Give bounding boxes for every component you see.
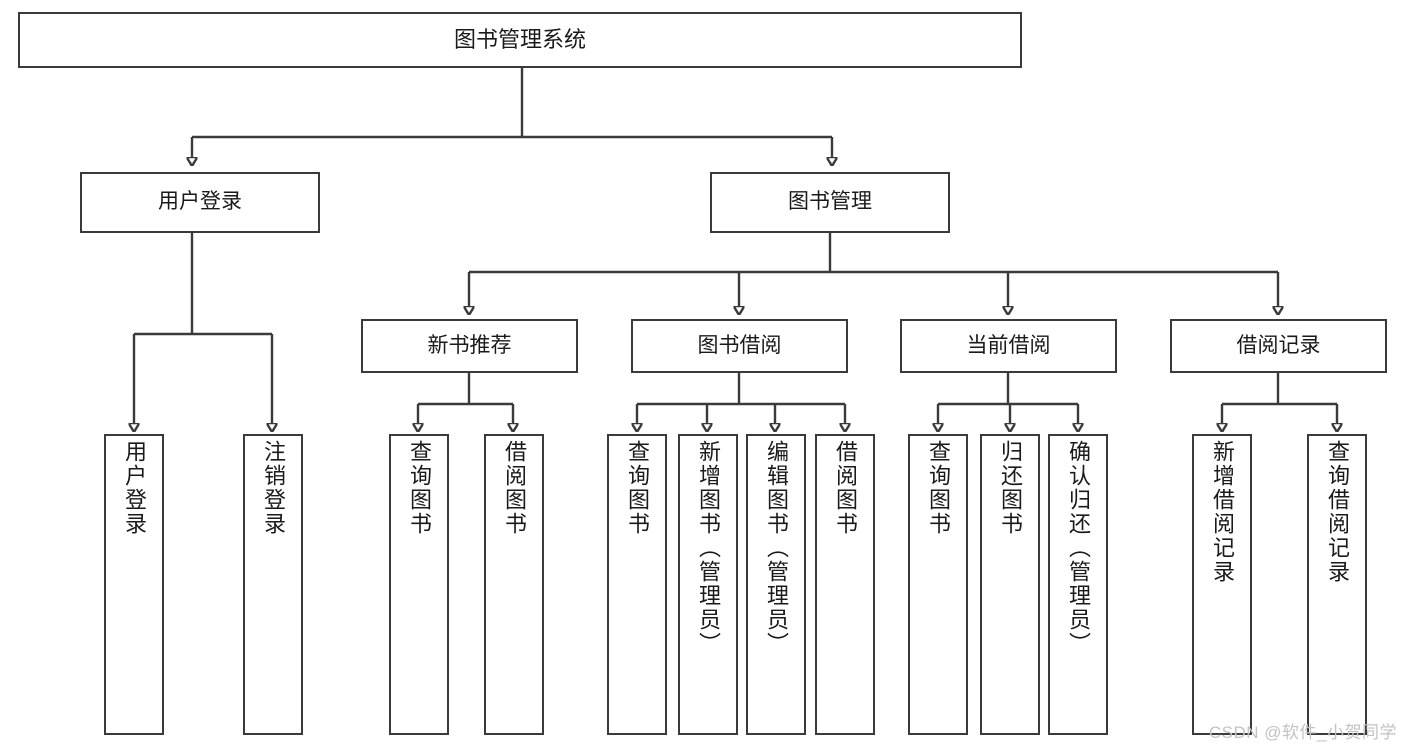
watermark: CSDN @软件_小贺同学: [1208, 723, 1397, 742]
node-leaf-query-record-label: 查询借阅记录: [1325, 440, 1350, 584]
node-user-login[interactable]: 用户登录: [80, 172, 320, 233]
node-leaf-user-logout[interactable]: 注销登录: [243, 434, 303, 735]
node-leaf-add-record-label: 新增借阅记录: [1210, 440, 1235, 584]
node-leaf-return-book-label: 归还图书: [998, 440, 1023, 536]
node-borrow-record[interactable]: 借阅记录: [1170, 319, 1387, 373]
node-leaf-query-book-1-label: 查询图书: [407, 440, 432, 536]
node-book-management[interactable]: 图书管理: [710, 172, 950, 233]
node-leaf-add-record[interactable]: 新增借阅记录: [1192, 434, 1252, 735]
node-root-label: 图书管理系统: [453, 27, 586, 53]
node-leaf-confirm-return[interactable]: 确认归还（管理员）: [1048, 434, 1108, 735]
node-leaf-edit-book[interactable]: 编辑图书（管理员）: [746, 434, 806, 735]
node-borrow-record-label: 借阅记录: [1236, 333, 1321, 357]
node-leaf-query-book-2-label: 查询图书: [625, 440, 650, 536]
node-leaf-borrow-book-1[interactable]: 借阅图书: [484, 434, 544, 735]
node-new-book-recommend[interactable]: 新书推荐: [361, 319, 578, 373]
node-leaf-add-book[interactable]: 新增图书（管理员）: [678, 434, 738, 735]
node-leaf-user-login-label: 用户登录: [122, 440, 147, 536]
node-book-management-label: 图书管理: [788, 190, 872, 214]
node-leaf-query-book-3[interactable]: 查询图书: [908, 434, 968, 735]
node-leaf-query-book-1[interactable]: 查询图书: [389, 434, 449, 735]
node-current-borrow-label: 当前借阅: [966, 333, 1051, 357]
node-leaf-confirm-return-label: 确认归还（管理员）: [1066, 440, 1091, 656]
node-leaf-return-book[interactable]: 归还图书: [980, 434, 1040, 735]
node-user-login-label: 用户登录: [158, 190, 242, 214]
node-leaf-user-logout-label: 注销登录: [261, 440, 286, 536]
node-leaf-user-login[interactable]: 用户登录: [104, 434, 164, 735]
node-book-borrow-label: 图书借阅: [697, 333, 782, 357]
node-leaf-borrow-book-2[interactable]: 借阅图书: [815, 434, 875, 735]
node-current-borrow[interactable]: 当前借阅: [900, 319, 1117, 373]
node-leaf-edit-book-label: 编辑图书（管理员）: [764, 440, 789, 656]
node-leaf-borrow-book-2-label: 借阅图书: [833, 440, 858, 536]
node-new-book-recommend-label: 新书推荐: [427, 333, 512, 357]
node-book-borrow[interactable]: 图书借阅: [631, 319, 848, 373]
node-leaf-query-book-2[interactable]: 查询图书: [607, 434, 667, 735]
node-leaf-add-book-label: 新增图书（管理员）: [696, 440, 721, 656]
node-root[interactable]: 图书管理系统: [18, 12, 1022, 68]
node-leaf-query-record[interactable]: 查询借阅记录: [1307, 434, 1367, 735]
node-leaf-borrow-book-1-label: 借阅图书: [502, 440, 527, 536]
node-leaf-query-book-3-label: 查询图书: [926, 440, 951, 536]
